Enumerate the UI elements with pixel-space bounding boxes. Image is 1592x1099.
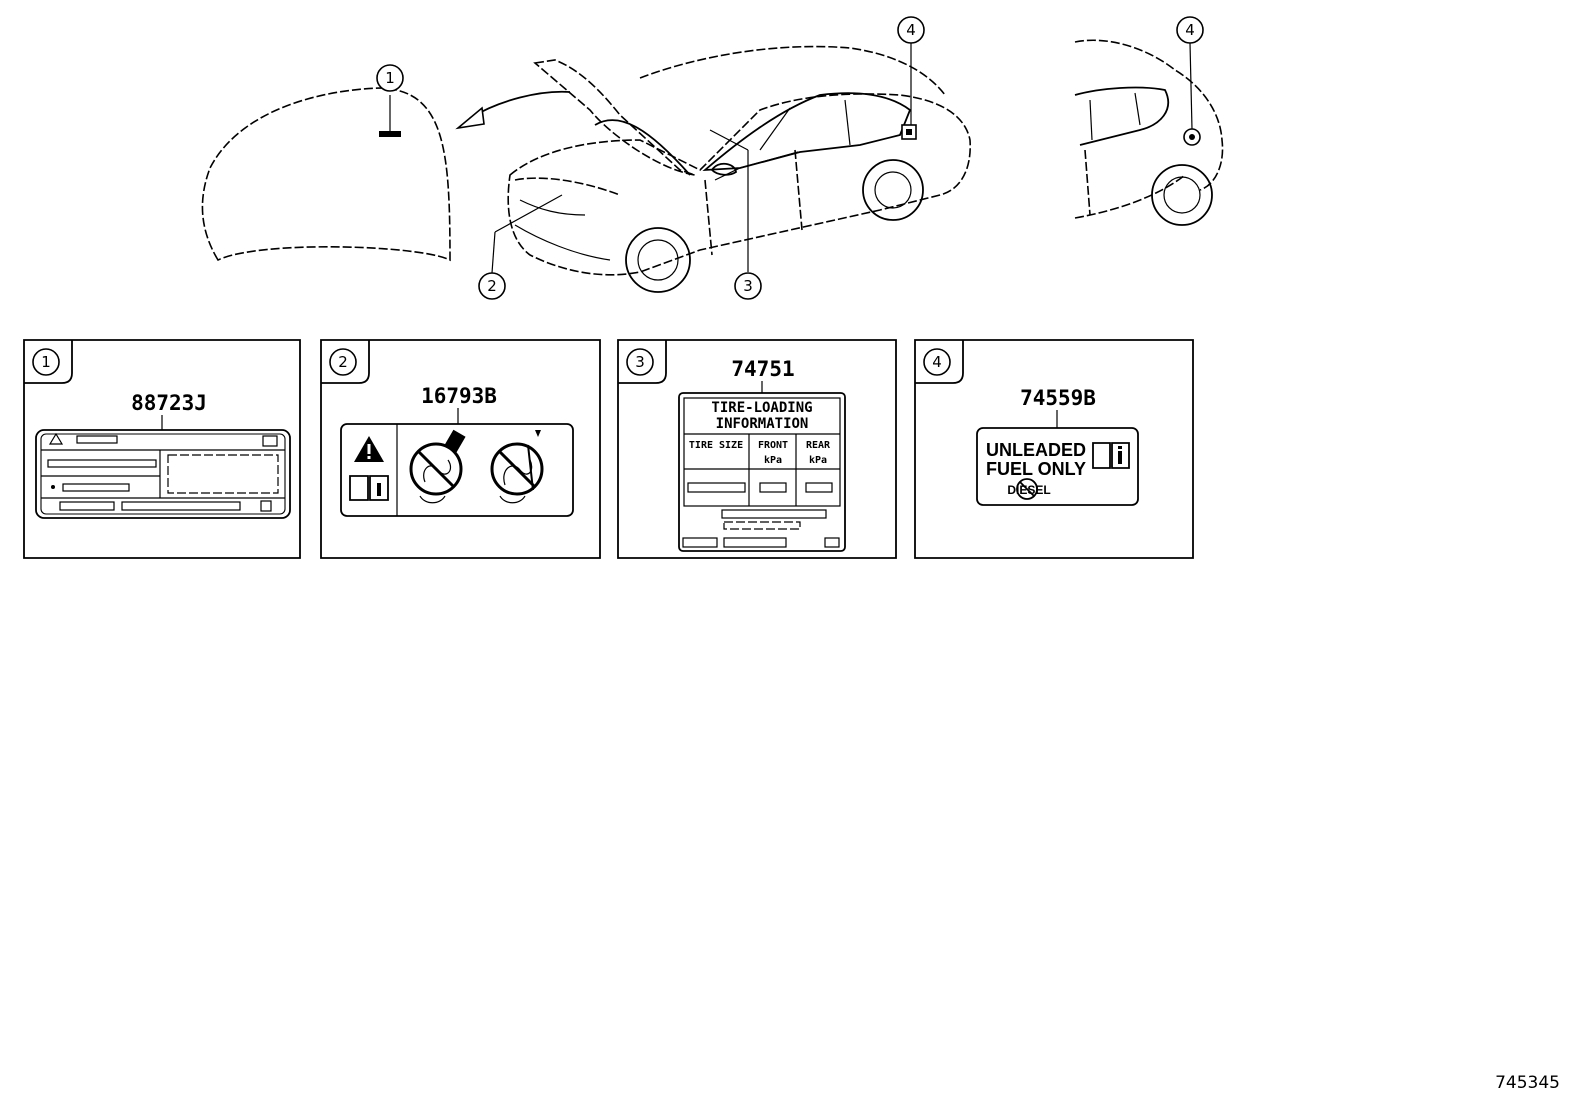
no-spray-icon — [490, 430, 544, 504]
prohibited-circle-icon — [1016, 478, 1038, 500]
callout-4-rear: 4 — [1176, 16, 1204, 44]
figure-number: 745345 — [1495, 1073, 1560, 1093]
callout-1-hood: 1 — [376, 64, 404, 92]
svg-text:74559B: 74559B — [1020, 386, 1096, 410]
car-front-view — [455, 45, 971, 293]
fuel-label-74559B: UNLEADED FUEL ONLY DIESEL — [976, 427, 1139, 506]
svg-text:INFORMATION: INFORMATION — [716, 416, 809, 432]
emission-label-88723J — [35, 429, 291, 519]
svg-text:1: 1 — [385, 69, 395, 87]
svg-text:UNLEADED: UNLEADED — [986, 440, 1086, 460]
callout-2-car: 2 — [478, 272, 506, 300]
label-panel-4: 4 74559B UNLEADED FUEL ONLY DIESEL — [914, 339, 1194, 559]
hood-drawing: 1 — [201, 64, 451, 262]
car-rear-view — [1074, 39, 1224, 226]
svg-text:TIRE SIZE: TIRE SIZE — [689, 440, 743, 451]
svg-text:3: 3 — [635, 353, 645, 371]
svg-text:kPa: kPa — [764, 455, 782, 466]
svg-text:88723J: 88723J — [131, 391, 207, 415]
svg-text:74751: 74751 — [731, 357, 794, 381]
label-panel-1: 1 88723J — [23, 339, 301, 559]
svg-text:FRONT: FRONT — [758, 440, 788, 451]
svg-text:4: 4 — [932, 353, 942, 371]
svg-text:3: 3 — [743, 277, 753, 295]
caution-label-16793B — [340, 423, 574, 517]
svg-text:2: 2 — [338, 353, 348, 371]
warning-triangle-icon — [354, 436, 384, 462]
svg-text:FUEL ONLY: FUEL ONLY — [986, 459, 1086, 479]
svg-text:4: 4 — [1185, 21, 1195, 39]
manual-book-icon — [349, 475, 389, 501]
info-book-icon — [1092, 442, 1130, 469]
svg-text:TIRE-LOADING: TIRE-LOADING — [711, 400, 812, 416]
label-panel-2: 2 16793B — [320, 339, 601, 559]
no-blower-icon — [409, 429, 466, 504]
svg-text:kPa: kPa — [809, 455, 827, 466]
svg-text:REAR: REAR — [806, 440, 831, 451]
svg-text:2: 2 — [487, 277, 497, 295]
svg-text:16793B: 16793B — [421, 384, 497, 408]
svg-text:4: 4 — [906, 21, 916, 39]
callout-3-car: 3 — [734, 272, 762, 300]
svg-text:1: 1 — [41, 353, 51, 371]
tire-loading-label-74751: TIRE-LOADING INFORMATION TIRE SIZE FRONT… — [678, 392, 846, 552]
callout-4-car: 4 — [897, 16, 925, 44]
label-panel-3: 3 74751 TIRE-LOADING INFORMATION TIRE SI… — [617, 339, 897, 559]
